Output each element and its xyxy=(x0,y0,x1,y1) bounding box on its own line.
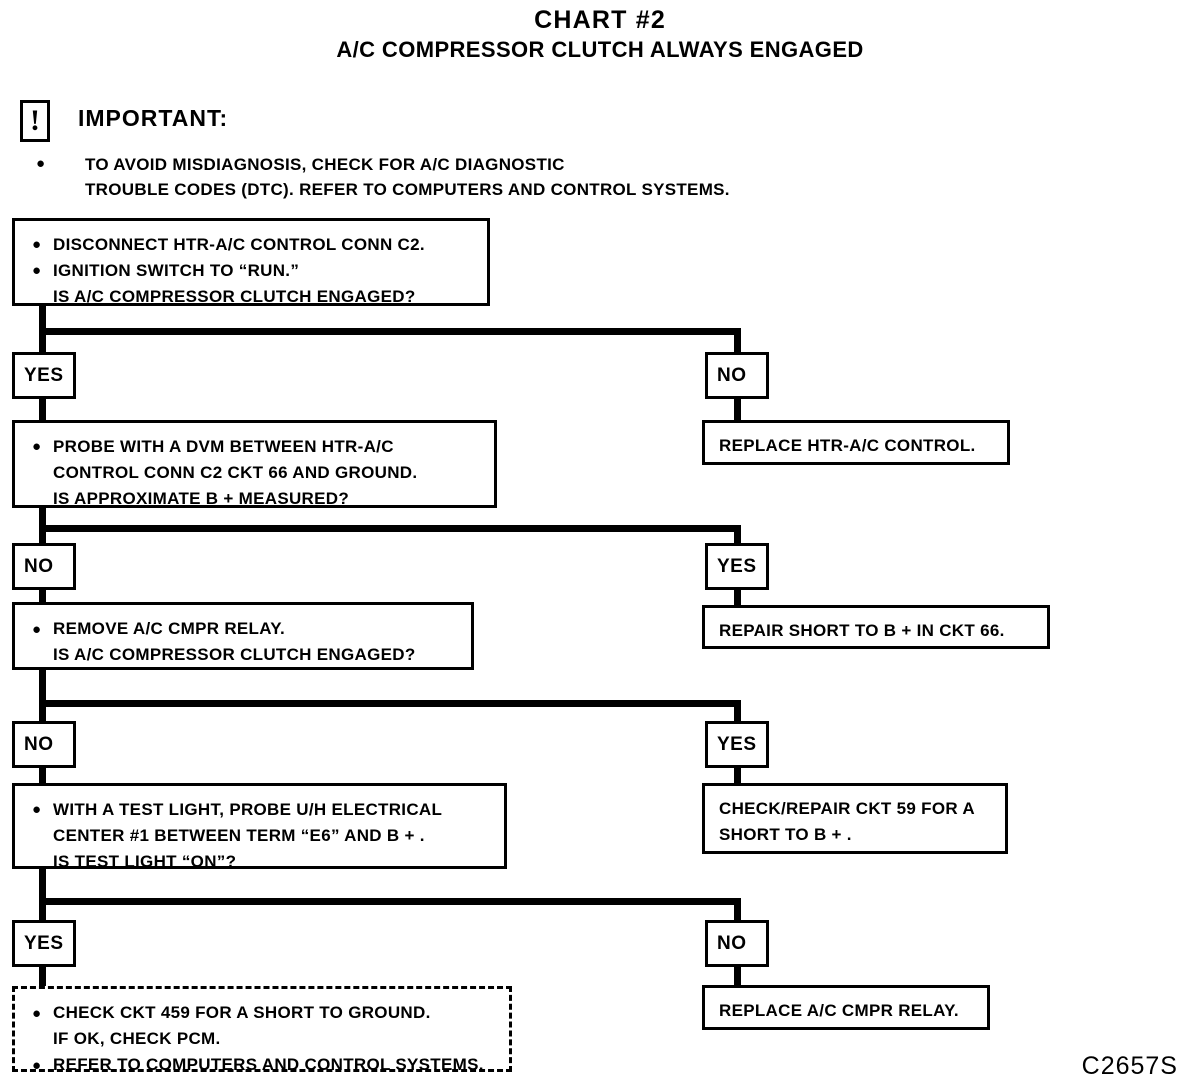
connector-vertical xyxy=(39,525,46,547)
page-subtitle: A/C COMPRESSOR CLUTCH ALWAYS ENGAGED xyxy=(336,37,864,62)
outcome-box-2-text: REPAIR SHORT TO B + IN CKT 66. xyxy=(719,621,1005,640)
bullet-icon: ● xyxy=(32,1005,42,1022)
branch-tag-no-4: NO xyxy=(705,920,769,967)
connector-vertical xyxy=(734,588,741,606)
step-box-4: ● WITH A TEST LIGHT, PROBE U/H ELECTRICA… xyxy=(12,783,507,871)
step-box-4-text: WITH A TEST LIGHT, PROBE U/H ELECTRICAL … xyxy=(53,800,443,871)
connector-vertical xyxy=(39,965,46,987)
outcome-box-2: REPAIR SHORT TO B + IN CKT 66. xyxy=(702,605,1050,649)
connector-vertical xyxy=(734,398,741,422)
outcome-box-1-text: REPLACE HTR-A/C CONTROL. xyxy=(719,436,976,455)
connector-vertical xyxy=(734,328,741,356)
outcome-box-4-text: REPLACE A/C CMPR RELAY. xyxy=(719,1001,959,1020)
branch-tag-yes-2: YES xyxy=(705,543,769,590)
important-text: TO AVOID MISDIAGNOSIS, CHECK FOR A/C DIA… xyxy=(85,155,730,199)
connector-vertical xyxy=(734,525,741,547)
step-box-3: ● REMOVE A/C CMPR RELAY. IS A/C COMPRESS… xyxy=(12,602,474,670)
connector-vertical xyxy=(39,505,46,535)
bullet-icon: ● xyxy=(32,438,42,455)
connector-vertical xyxy=(734,766,741,786)
bullet-icon: ● xyxy=(32,262,42,279)
bullet-icon: ● xyxy=(32,801,42,818)
branch-tag-yes-4: YES xyxy=(12,920,76,967)
step-box-2: ● PROBE WITH A DVM BETWEEN HTR-A/C CONTR… xyxy=(12,420,497,508)
exclamation-glyph: ! xyxy=(30,104,40,137)
step-box-1-text: DISCONNECT HTR-A/C CONTROL CONN C2. IGNI… xyxy=(53,235,425,306)
step-box-3-text: REMOVE A/C CMPR RELAY. IS A/C COMPRESSOR… xyxy=(53,619,416,664)
outcome-box-3-text: CHECK/REPAIR CKT 59 FOR A SHORT TO B + . xyxy=(719,799,975,844)
outcome-box-4: REPLACE A/C CMPR RELAY. xyxy=(702,985,990,1030)
connector-vertical xyxy=(39,588,46,606)
connector-horizontal xyxy=(39,700,741,707)
branch-tag-yes-1: YES xyxy=(12,352,76,399)
final-action-box-text: CHECK CKT 459 FOR A SHORT TO GROUND. IF … xyxy=(53,1003,484,1074)
connector-vertical xyxy=(39,398,46,422)
connector-vertical xyxy=(39,328,46,356)
connector-vertical xyxy=(39,305,46,335)
connector-horizontal xyxy=(39,328,741,335)
outcome-box-1: REPLACE HTR-A/C CONTROL. xyxy=(702,420,1010,465)
connector-vertical xyxy=(734,700,741,722)
bullet-icon: ● xyxy=(32,236,42,253)
bullet-icon: ● xyxy=(36,155,46,172)
branch-tag-no-1: NO xyxy=(705,352,769,399)
connector-vertical xyxy=(39,766,46,786)
chart-reference-code: C2657S xyxy=(1081,1052,1178,1080)
exclamation-in-box-icon: ! xyxy=(20,100,50,142)
connector-horizontal xyxy=(39,525,741,532)
connector-vertical xyxy=(734,965,741,987)
connector-vertical xyxy=(734,898,741,920)
step-box-1: ● ● DISCONNECT HTR-A/C CONTROL CONN C2. … xyxy=(12,218,490,306)
branch-tag-no-2: NO xyxy=(12,543,76,590)
bullet-icon: ● xyxy=(32,621,42,638)
outcome-box-3: CHECK/REPAIR CKT 59 FOR A SHORT TO B + . xyxy=(702,783,1008,854)
connector-vertical xyxy=(39,668,46,704)
page-title: CHART #2 xyxy=(534,6,666,34)
bullet-icon: ● xyxy=(32,1057,42,1074)
connector-horizontal xyxy=(39,898,741,905)
important-label: IMPORTANT: xyxy=(78,105,229,131)
connector-vertical xyxy=(39,898,46,920)
connector-vertical xyxy=(39,700,46,722)
step-box-2-text: PROBE WITH A DVM BETWEEN HTR-A/C CONTROL… xyxy=(53,437,418,508)
final-action-box: ● ● CHECK CKT 459 FOR A SHORT TO GROUND.… xyxy=(12,986,512,1074)
branch-tag-yes-3: YES xyxy=(705,721,769,768)
branch-tag-no-3: NO xyxy=(12,721,76,768)
connector-vertical xyxy=(39,866,46,902)
